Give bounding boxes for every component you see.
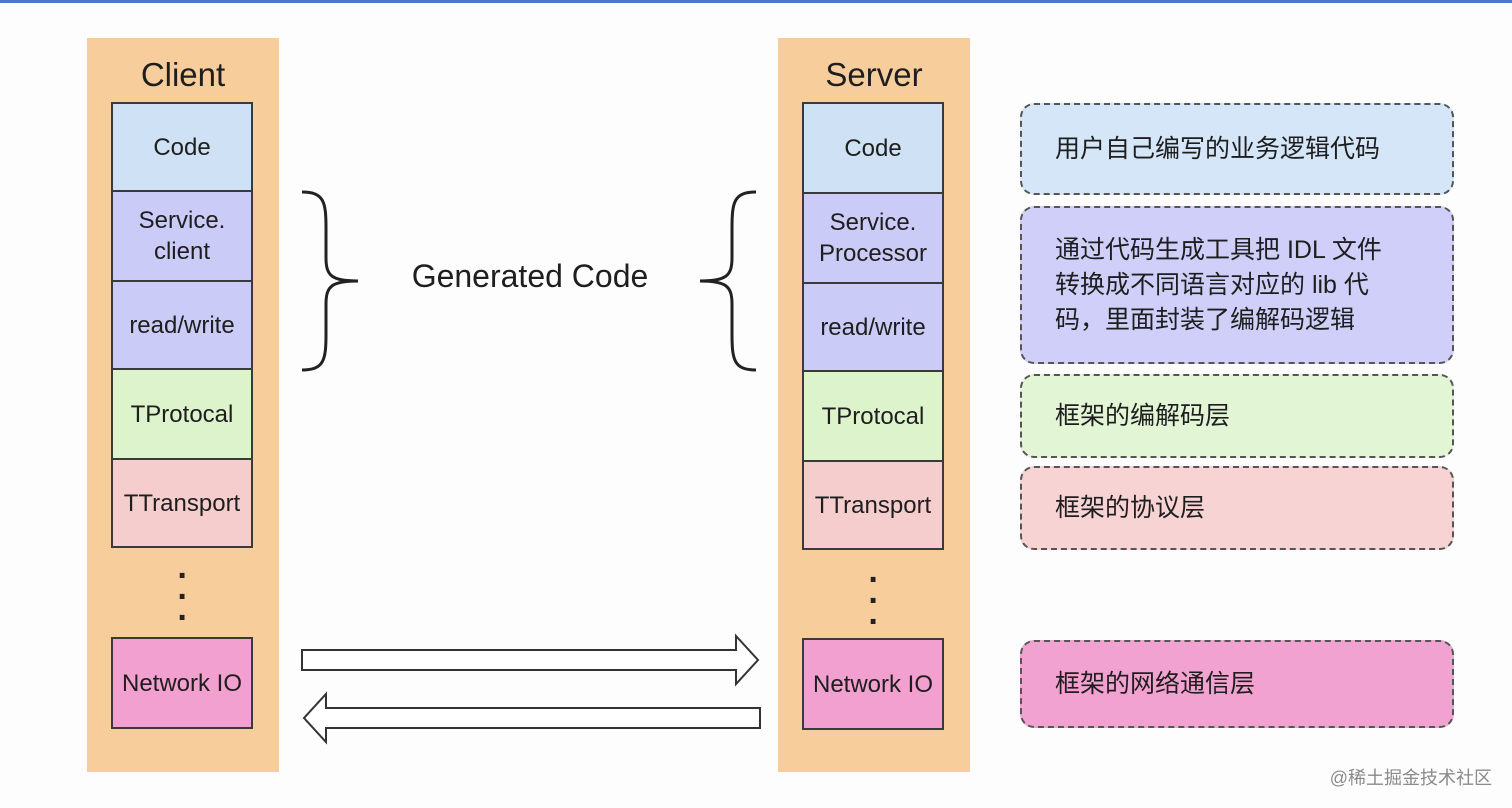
client-layer-ttransport: TTransport	[111, 458, 253, 548]
brace-right-icon	[301, 190, 359, 372]
watermark: @稀土掘金技术社区	[1329, 768, 1492, 788]
client-ellipsis: ···	[177, 557, 189, 637]
server-title: Server	[825, 56, 923, 93]
note-generated-code: 通过代码生成工具把 IDL 文件 转换成不同语言对应的 lib 代 码，里面封装…	[1020, 206, 1454, 364]
client-layer-code: Code	[111, 102, 253, 192]
client-layer-network-io: Network IO	[111, 637, 253, 729]
server-layer-read-write: read/write	[802, 282, 944, 372]
arrow-right-icon	[301, 633, 760, 687]
server-ellipsis: ···	[868, 561, 880, 641]
client-title: Client	[140, 56, 226, 93]
server-layer-ttransport: TTransport	[802, 460, 944, 550]
server-layer-service-processor: Service. Processor	[802, 192, 944, 284]
note-protocol-layer: 框架的编解码层	[1020, 374, 1454, 458]
client-layer-read-write: read/write	[111, 280, 253, 370]
note-network-layer: 框架的网络通信层	[1020, 640, 1454, 728]
note-user-code: 用户自己编写的业务逻辑代码	[1020, 103, 1454, 195]
generated-code-label: Generated Code	[411, 258, 649, 294]
brace-left-icon	[699, 190, 757, 372]
client-layer-service-client: Service. client	[111, 190, 253, 282]
server-layer-code: Code	[802, 102, 944, 194]
server-layer-network-io: Network IO	[802, 638, 944, 730]
note-transport-layer: 框架的协议层	[1020, 466, 1454, 550]
client-layer-tprotocal: TProtocal	[111, 368, 253, 460]
top-border	[0, 0, 1512, 3]
arrow-left-icon	[302, 691, 761, 745]
server-layer-tprotocal: TProtocal	[802, 370, 944, 462]
